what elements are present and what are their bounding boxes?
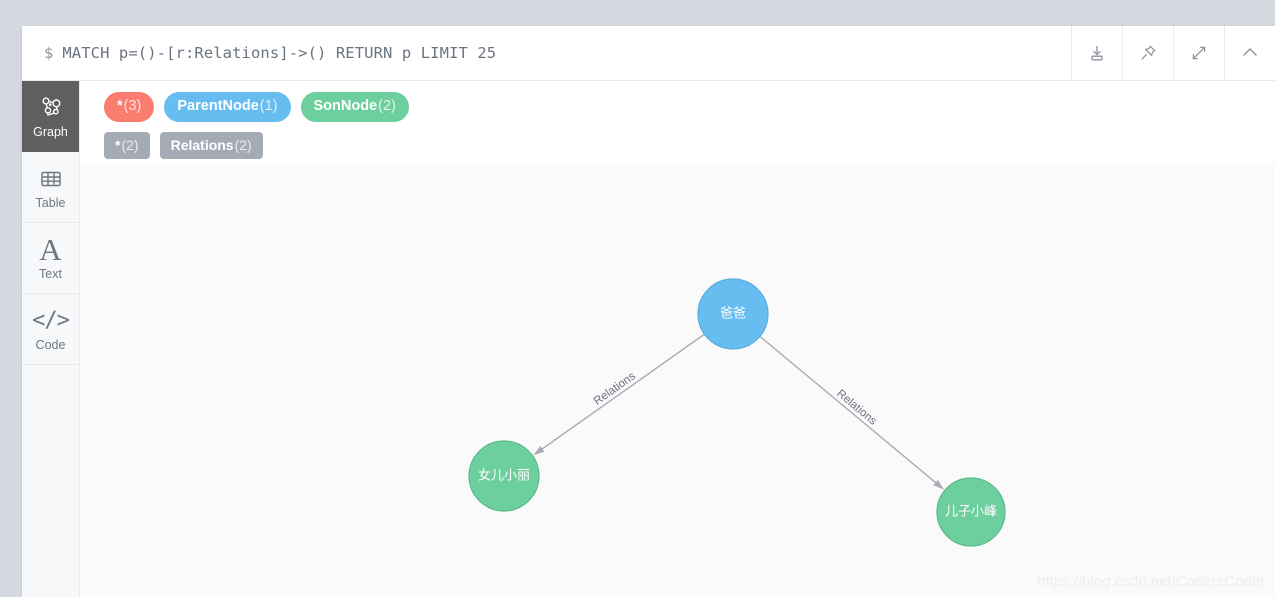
sidebar-item-text-label: Text [39,267,62,282]
collapse-button[interactable] [1224,26,1275,80]
result-content: *(3)ParentNode(1)SonNode(2) *(2)Relation… [80,81,1275,597]
badge-any[interactable]: *(3) [104,92,155,122]
query-editor-bar: $ MATCH p=()-[r:Relations]->() RETURN p … [22,26,1275,81]
badge-count: (2) [234,136,252,153]
graph-node[interactable]: 女儿小丽 [468,440,540,512]
legend-panel: *(3)ParentNode(1)SonNode(2) *(2)Relation… [80,81,1275,169]
badge-count: (1) [259,98,278,114]
sidebar-item-text[interactable]: A Text [22,223,79,294]
sidebar-item-table-label: Table [35,196,66,211]
graph-edge[interactable] [759,335,945,490]
expand-button[interactable] [1173,26,1224,80]
table-icon [38,164,64,194]
badge-label: ParentNode [177,98,259,114]
node-circle[interactable] [697,278,769,350]
view-mode-sidebar: Graph Table A Text [22,81,80,597]
edge-line [541,333,705,450]
badge-any[interactable]: *(2) [104,131,150,159]
pin-icon [1138,43,1158,63]
download-icon [1087,43,1107,63]
badge-relations[interactable]: Relations(2) [159,131,263,159]
edge-label: Relations [834,388,879,428]
relationship-badges: *(2)Relations(2) [80,128,1275,169]
query-text: MATCH p=()-[r:Relations]->() RETURN p LI… [62,44,497,62]
card-body: Graph Table A Text [22,81,1275,597]
badge-label: SonNode [313,98,378,114]
badge-count: (2) [121,136,139,153]
edge-line [759,335,937,484]
edge-label: Relations [592,370,638,408]
node-circle[interactable] [936,477,1006,547]
editor-actions [1071,26,1275,80]
collapse-icon [1239,42,1261,64]
graph-node[interactable]: 爸爸 [697,278,769,350]
sidebar-item-graph-label: Graph [33,125,68,140]
node-circle[interactable] [468,440,540,512]
graph-canvas[interactable]: Relations Relations 爸爸女儿小丽儿子小峰 https://blo… [80,163,1275,597]
query-result-card: $ MATCH p=()-[r:Relations]->() RETURN p … [22,26,1275,597]
sidebar-item-code[interactable]: </> Code [22,294,79,365]
graph-node[interactable]: 儿子小峰 [936,477,1006,547]
query-input[interactable]: $ MATCH p=()-[r:Relations]->() RETURN p … [22,26,1071,80]
edge-arrowhead [933,479,945,490]
graph-icon [37,93,65,123]
download-button[interactable] [1071,26,1122,80]
edge-arrowhead [533,445,545,456]
graph-edge[interactable] [533,333,705,456]
badge-count: (3) [123,98,142,114]
text-icon: A [39,232,62,268]
sidebar-item-graph[interactable]: Graph [22,81,79,152]
sidebar-item-table[interactable]: Table [22,152,79,223]
node-label-badges: *(3) ParentNode(1) SonNode(2) [80,81,1275,128]
badge-label: * [117,98,123,114]
pin-button[interactable] [1122,26,1173,80]
badge-parentnode[interactable]: ParentNode(1) [164,92,291,122]
badge-label: Relations [170,136,234,153]
watermark: https://blog.csdn.net/CodersCoder [1037,573,1265,590]
code-icon: </> [32,308,70,334]
sidebar-item-code-label: Code [35,338,66,353]
expand-icon [1189,43,1209,63]
query-prompt: $ [44,44,54,62]
badge-label: * [115,136,121,153]
badge-sonnode[interactable]: SonNode(2) [300,92,409,122]
badge-count: (2) [378,98,396,114]
